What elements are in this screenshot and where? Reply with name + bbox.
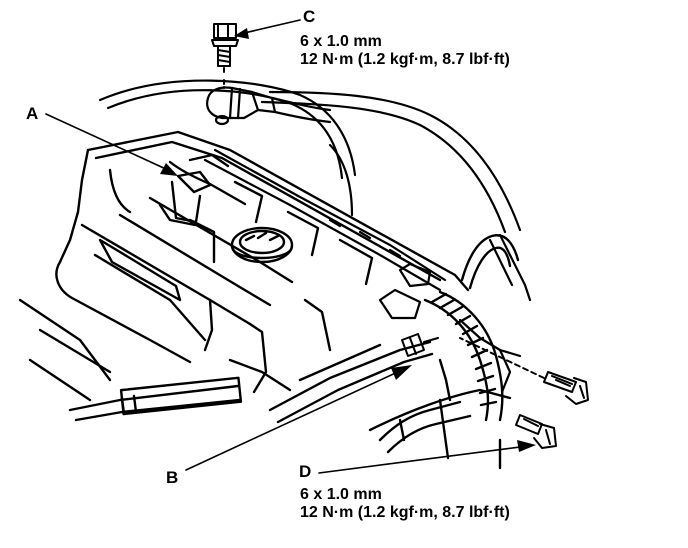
wire-harness	[203, 148, 447, 320]
callout-d-torque: 12 N·m (1.2 kgf·m, 8.7 lbf·ft)	[300, 503, 510, 521]
breather-hose	[460, 234, 520, 290]
callout-a-label: A	[26, 104, 39, 123]
arrow-heads	[160, 28, 536, 452]
leader-c	[239, 19, 301, 35]
right-contour	[458, 233, 532, 394]
arrow-b	[391, 365, 412, 380]
harness-clamp-a	[158, 153, 230, 227]
callout-b-label: B	[166, 468, 179, 487]
bolt-c	[211, 23, 239, 89]
bolt-b	[401, 333, 439, 357]
callout-c-size: 6 x 1.0 mm	[300, 33, 382, 50]
callout-d-label: D	[299, 462, 312, 481]
bolt-d-lower	[515, 414, 557, 449]
lower-left-hose	[18, 298, 243, 422]
callout-d-spec: 6 x 1.0 mm 12 N·m (1.2 kgf·m, 8.7 lbf·ft…	[300, 486, 510, 522]
arrow-d	[517, 440, 536, 452]
arrow-c	[234, 28, 249, 39]
leader-d	[318, 445, 529, 474]
leader-lines	[45, 19, 529, 474]
upper-hoses	[98, 79, 522, 234]
callout-c-label: C	[303, 7, 316, 26]
ground-terminal-c	[206, 86, 332, 126]
lower-pipes	[268, 340, 512, 470]
oil-filler-cap	[230, 226, 294, 264]
callout-c-spec: 6 x 1.0 mm 12 N·m (1.2 kgf·m, 8.7 lbf·ft…	[300, 33, 510, 69]
leader-a	[45, 113, 169, 171]
callout-c-torque: 12 N·m (1.2 kgf·m, 8.7 lbf·ft)	[300, 50, 510, 68]
leader-b	[185, 369, 403, 471]
callout-d-size: 6 x 1.0 mm	[300, 486, 382, 503]
bolt-d-upper	[459, 337, 589, 405]
arrow-a	[160, 163, 178, 176]
